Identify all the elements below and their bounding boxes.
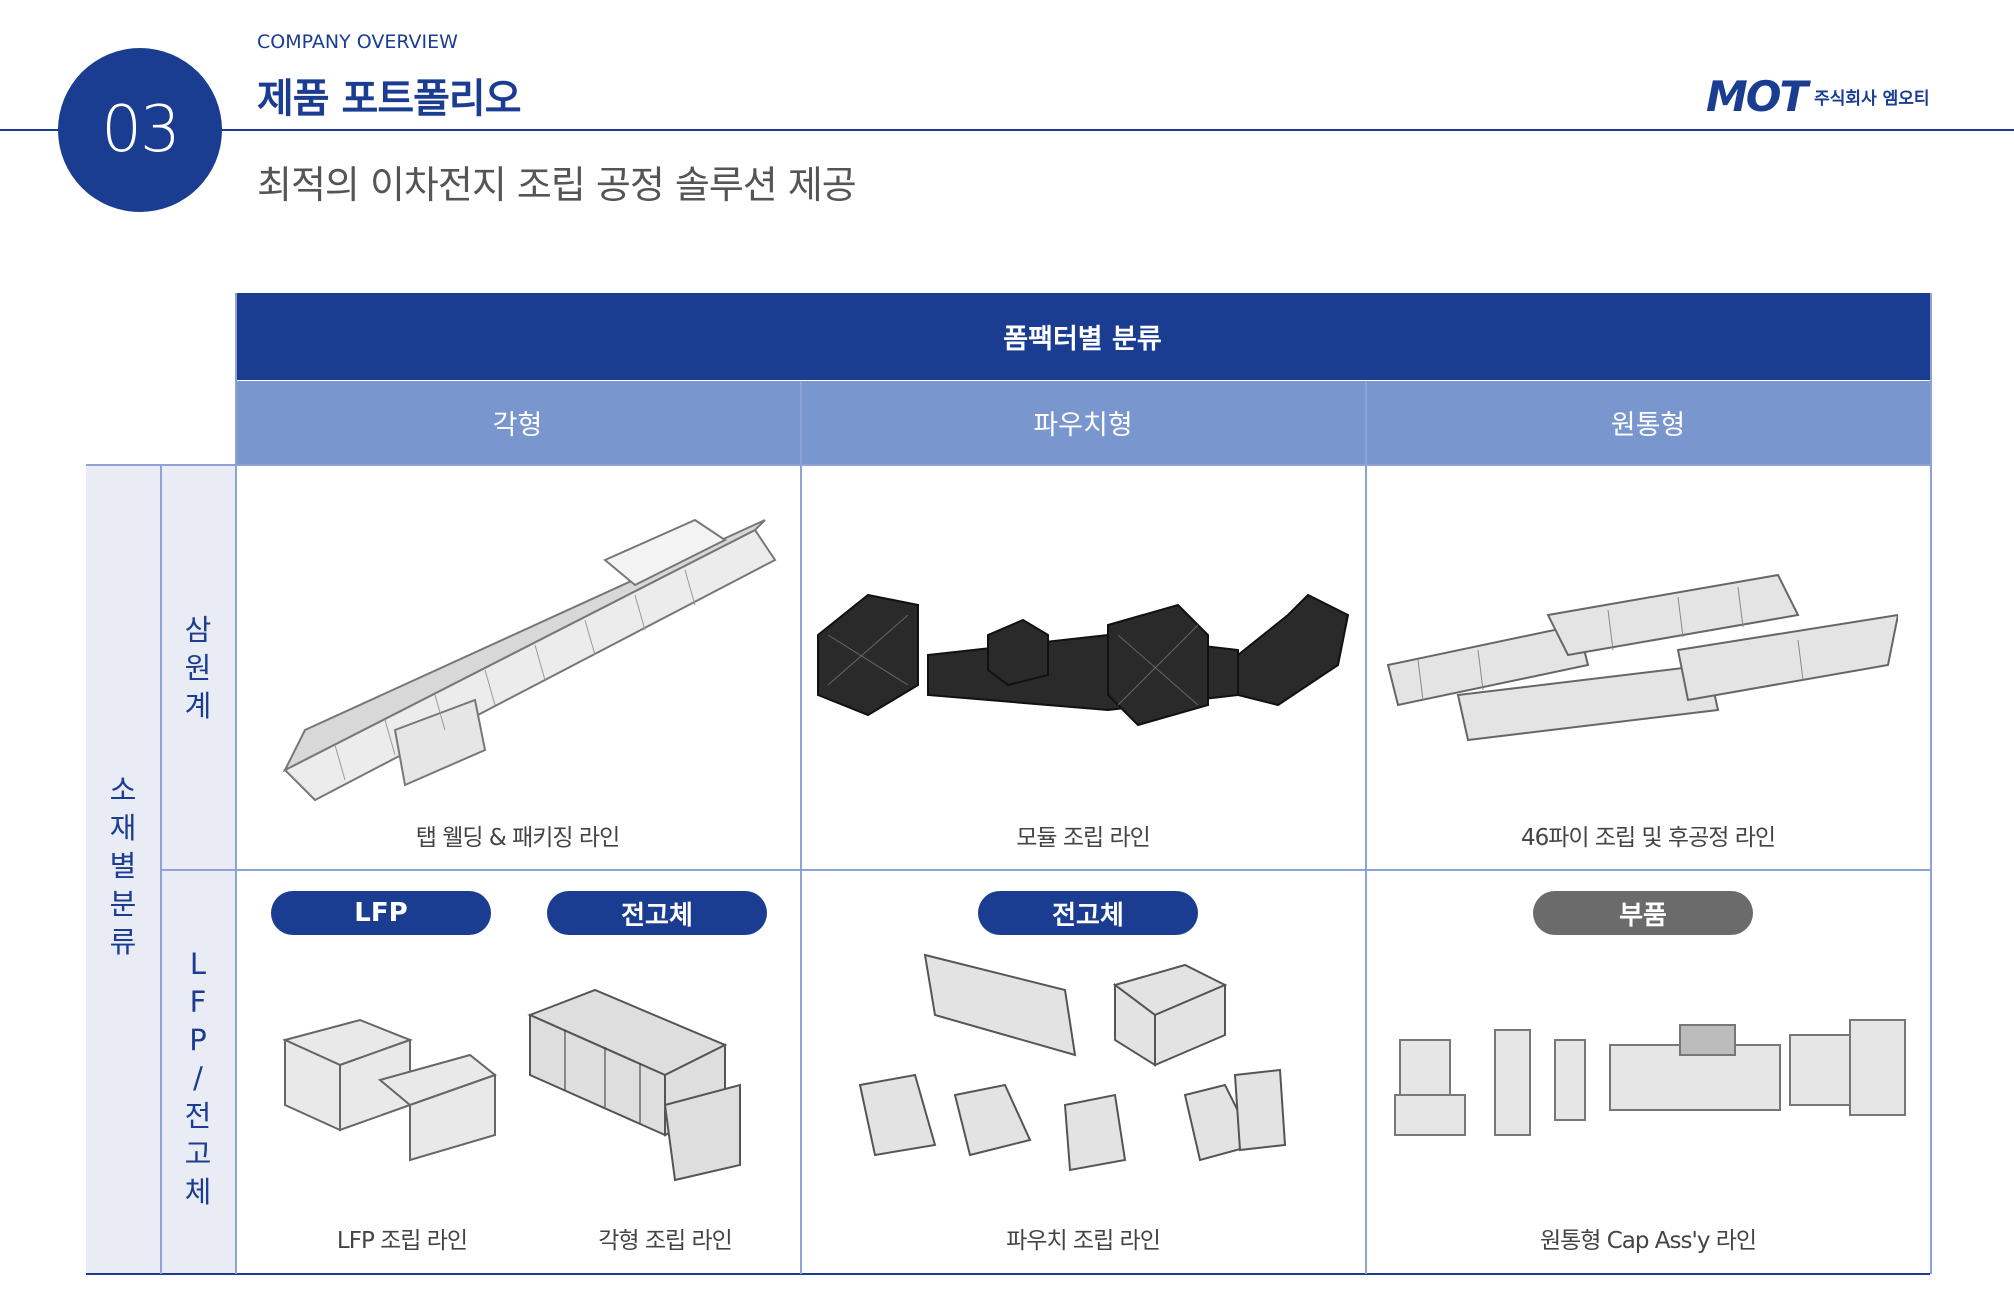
vertical-char: / xyxy=(193,1061,203,1095)
vertical-char: F xyxy=(189,985,207,1019)
grid-line xyxy=(160,464,162,1274)
prismatic-assembly-line-image xyxy=(527,988,741,1182)
caption-pouch-assembly: 파우치 조립 라인 xyxy=(1006,1228,1161,1254)
column-header-prismatic: 각형 xyxy=(235,381,800,464)
vertical-char: L xyxy=(189,947,207,981)
grid-line xyxy=(1930,293,1932,1274)
grid-line xyxy=(86,464,1930,466)
vertical-char: 계 xyxy=(184,689,212,723)
caption-46pi-assembly: 46파이 조립 및 후공정 라인 xyxy=(1520,825,1776,851)
company-logo: MOT 주식회사 엠오티 xyxy=(1706,72,1930,121)
column-header-pouch: 파우치형 xyxy=(801,381,1365,464)
page-title: 제품 포트폴리오 xyxy=(257,76,522,122)
46pi-assembly-line-image xyxy=(1386,573,1898,742)
vertical-char: 삼 xyxy=(184,613,212,647)
tag-solid-state-prismatic: 전고체 xyxy=(547,891,767,935)
caption-cylindrical-cap-assembly: 원통형 Cap Ass'y 라인 xyxy=(1539,1228,1757,1254)
vertical-char: 재 xyxy=(109,811,137,845)
vertical-char: P xyxy=(189,1023,207,1057)
column-header-cylindrical: 원통형 xyxy=(1366,381,1930,464)
vertical-char: 별 xyxy=(109,849,137,883)
caption-module-assembly: 모듈 조립 라인 xyxy=(1016,825,1151,851)
caption-lfp-assembly: LFP 조립 라인 xyxy=(336,1228,468,1254)
tag-solid-state-pouch: 전고체 xyxy=(978,891,1198,935)
vertical-char: 고 xyxy=(184,1137,212,1171)
vertical-char: 원 xyxy=(184,651,212,685)
header-divider xyxy=(0,129,2014,131)
tag-lfp: LFP xyxy=(271,891,491,935)
grid-line xyxy=(1365,381,1367,1274)
caption-tab-welding: 탭 웰딩 & 패키징 라인 xyxy=(415,825,620,851)
lfp-assembly-line-image xyxy=(282,1018,498,1162)
grid-line xyxy=(86,1273,1930,1275)
caption-prismatic-assembly: 각형 조립 라인 xyxy=(598,1228,733,1254)
grid-line xyxy=(800,381,802,1274)
form-factor-header: 폼팩터별 분류 xyxy=(235,293,1930,380)
module-assembly-line-image xyxy=(817,593,1350,727)
vertical-char: 체 xyxy=(184,1175,212,1209)
grid-line xyxy=(235,293,237,1274)
tab-welding-packaging-line-image xyxy=(282,518,777,802)
page-subtitle: 최적의 이차전지 조립 공정 솔루션 제공 xyxy=(257,163,857,207)
section-number-badge: 03 xyxy=(58,48,222,212)
section-overline: COMPANY OVERVIEW xyxy=(257,31,458,53)
logo-text: 주식회사 엠오티 xyxy=(1814,89,1930,109)
cylindrical-cap-assembly-line-image xyxy=(1394,1019,1906,1136)
vertical-char: 류 xyxy=(109,925,137,959)
logo-mark: MOT xyxy=(1706,72,1808,121)
vertical-char: 소 xyxy=(109,773,137,807)
vertical-char: 전 xyxy=(184,1099,212,1133)
pouch-assembly-line-image xyxy=(858,953,1287,1172)
tag-parts: 부품 xyxy=(1533,891,1753,935)
vertical-char: 분 xyxy=(109,887,137,921)
grid-line xyxy=(161,869,1930,871)
